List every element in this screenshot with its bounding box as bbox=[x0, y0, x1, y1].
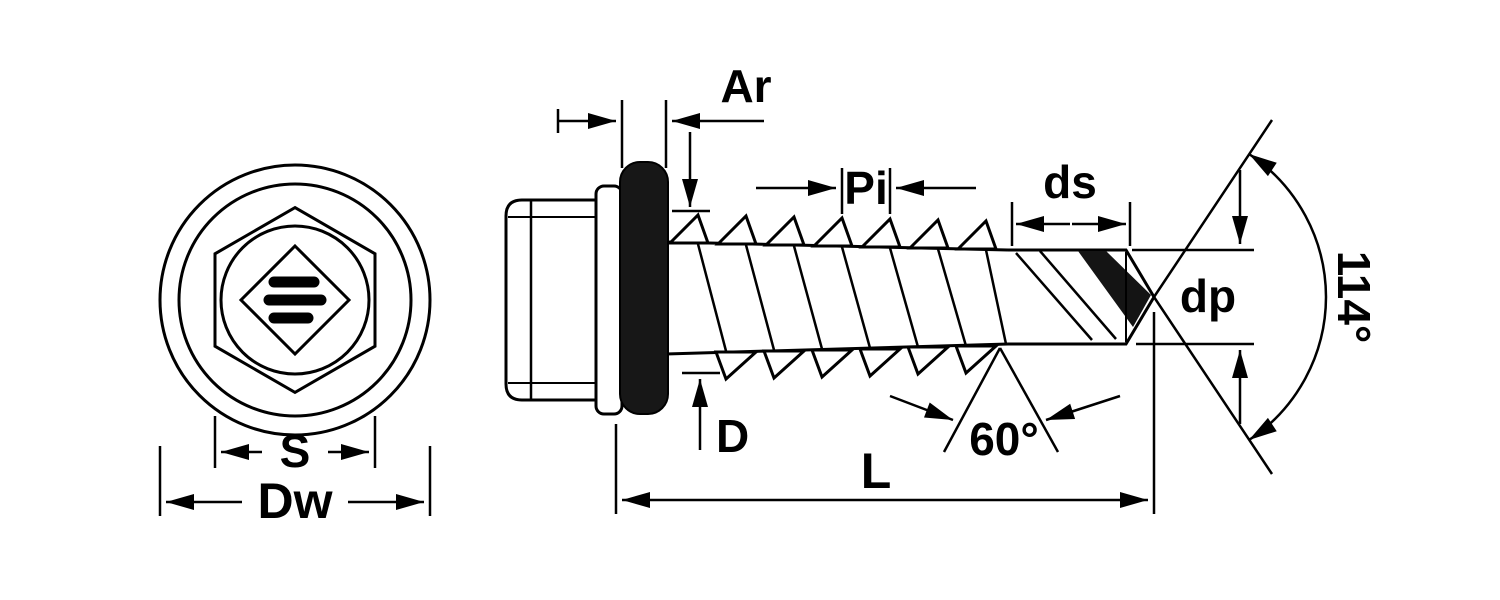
thread-crest bbox=[906, 217, 951, 250]
washer-outer-circle bbox=[158, 163, 432, 437]
label-drill-point-angle: 114° bbox=[1328, 251, 1380, 344]
side-view-dimensions bbox=[556, 100, 1328, 514]
thread-root-helix-lines bbox=[696, 243, 1008, 352]
thread-crest bbox=[858, 216, 903, 249]
helix-line bbox=[696, 243, 728, 352]
label-hex-across-flats: S bbox=[280, 425, 311, 477]
thread-crests-top bbox=[666, 212, 999, 251]
flange-washer bbox=[594, 184, 624, 416]
thread-angle-flank-left bbox=[942, 347, 1002, 453]
helix-line bbox=[984, 249, 1008, 345]
point-angle-arc-lower bbox=[1248, 296, 1328, 442]
thread-crest bbox=[810, 215, 855, 248]
helix-line bbox=[840, 246, 872, 349]
logo-diamond-outline bbox=[238, 243, 352, 357]
thread-crest bbox=[954, 218, 999, 251]
label-washer-outer-diameter: Dw bbox=[258, 473, 333, 529]
helix-line bbox=[888, 247, 920, 348]
label-thread-outer-diameter: D bbox=[716, 410, 749, 462]
head-chamfer-circle bbox=[219, 224, 371, 376]
helix-line bbox=[792, 245, 824, 350]
helix-line bbox=[744, 244, 776, 351]
thread-crest bbox=[713, 350, 760, 382]
epdm-gasket bbox=[619, 161, 669, 415]
thread-crest bbox=[857, 347, 904, 379]
point-angle-arc-upper bbox=[1248, 152, 1328, 298]
front-view-dimensions bbox=[158, 416, 432, 516]
side-view bbox=[504, 161, 1156, 416]
thread-angle-flank-right bbox=[998, 347, 1060, 453]
thread-angle-arrow-left bbox=[889, 394, 954, 422]
drill-flute-shadow bbox=[1078, 251, 1151, 327]
drill-flute-line bbox=[1039, 250, 1117, 340]
label-thread-profile-angle: 60° bbox=[969, 413, 1039, 465]
point-angle-flank-top bbox=[1152, 119, 1274, 298]
thread-crest bbox=[809, 348, 856, 380]
label-drill-tip-length: ds bbox=[1043, 156, 1097, 208]
thread-crest bbox=[953, 344, 1000, 376]
thread-crest bbox=[905, 345, 952, 377]
shank-core bbox=[666, 242, 1008, 354]
helix-line bbox=[936, 248, 968, 347]
thread-crest bbox=[666, 212, 711, 245]
label-washer-thickness: Ar bbox=[720, 60, 771, 112]
thread-crest bbox=[761, 349, 808, 381]
label-thread-pitch: Pi bbox=[844, 162, 887, 214]
brand-diamond-logo-icon bbox=[238, 243, 352, 357]
label-screw-length: L bbox=[861, 443, 892, 499]
thread-crest bbox=[714, 213, 759, 246]
label-drill-point-diameter: dp bbox=[1180, 270, 1236, 322]
point-angle-flank-bottom bbox=[1152, 296, 1274, 475]
front-view bbox=[158, 163, 432, 437]
thread-crest bbox=[762, 214, 807, 247]
washer-inner-circle bbox=[177, 182, 413, 418]
thread-angle-arrow-right bbox=[1045, 394, 1121, 422]
thread-crests-bottom bbox=[713, 344, 1000, 382]
hex-head-side bbox=[504, 198, 600, 402]
drill-flute-line bbox=[1015, 252, 1093, 341]
